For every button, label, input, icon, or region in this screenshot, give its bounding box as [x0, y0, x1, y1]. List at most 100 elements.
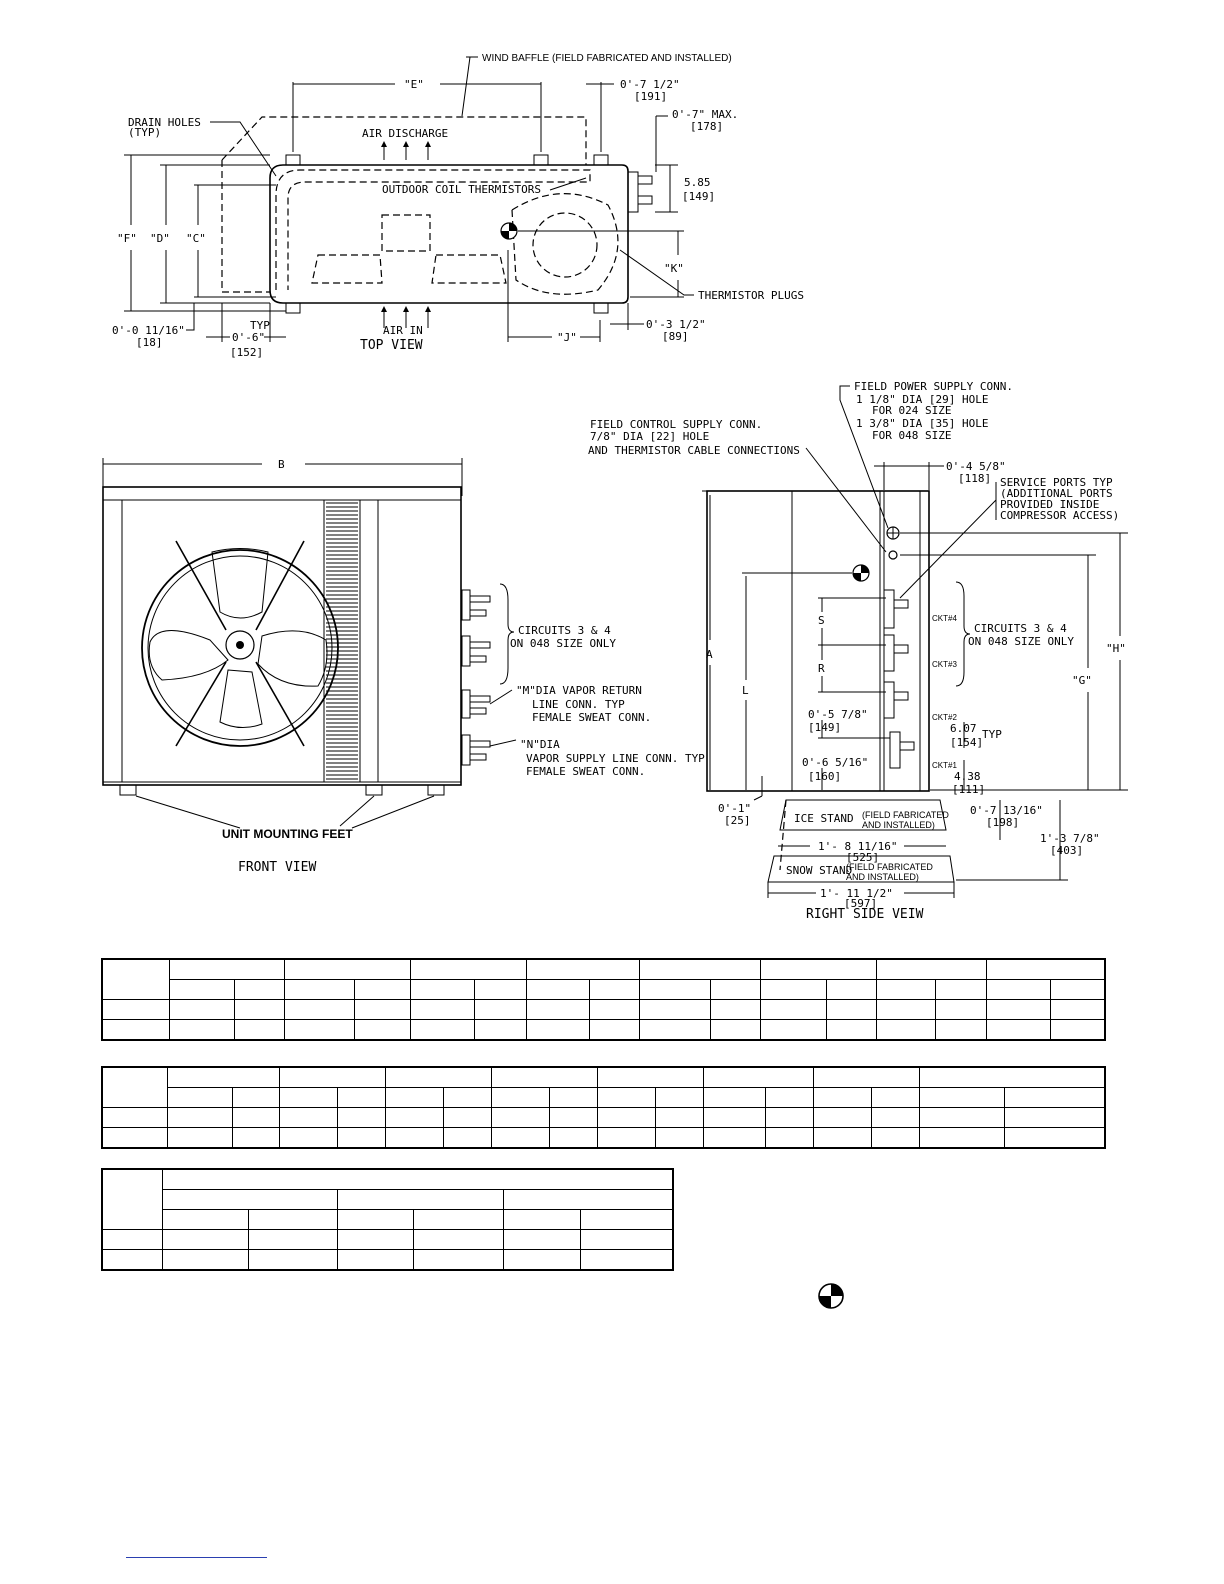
wind-baffle [221, 116, 587, 165]
dim-1-3-7-8: 1'-3 7/8" [1040, 832, 1100, 845]
dim-1-8-11-16-mm: [525] [846, 851, 879, 864]
dim-b: B [278, 458, 285, 471]
field-control-2: 7/8" DIA [22] HOLE [590, 430, 709, 443]
drawing-sheet: "E" WIND BAFFLE (FIELD FABRICATED AND IN… [102, 53, 1128, 922]
side-circuits-2: ON 048 SIZE ONLY [968, 635, 1074, 648]
dim-7-1-2-mm: [191] [634, 90, 667, 103]
service-ports-4: COMPRESSOR ACCESS) [1000, 509, 1119, 522]
snow-stand-note-1: (FIELD FABRICATED [846, 862, 933, 872]
air-in-label: AIR IN [383, 324, 423, 337]
n-dia-2: VAPOR SUPPLY LINE CONN. TYP [526, 752, 705, 765]
dim-d: "D" [150, 232, 170, 245]
dim-7-13-16: 0'-7 13/16" [970, 804, 1043, 817]
dim-r: R [818, 662, 825, 675]
front-view: B [102, 458, 705, 875]
coil-outline [275, 169, 591, 290]
m-dia-2: LINE CONN. TYP [532, 698, 625, 711]
dim-6-07-typ: TYP [982, 728, 1002, 741]
service-ports-3: PROVIDED INSIDE [1000, 498, 1099, 511]
dim-11-16-mm: [18] [136, 336, 163, 349]
dim-5-7-8-mm: [149] [808, 721, 841, 734]
dim-k: "K" [664, 262, 684, 275]
n-dia-1: "N"DIA [520, 738, 560, 751]
footer-rule [126, 1557, 267, 1558]
legend-center-of-gravity-icon [818, 1283, 844, 1309]
dim-6-07: 6.07 [950, 722, 977, 735]
field-power-5: FOR 048 SIZE [872, 429, 951, 442]
top-view-title: TOP VIEW [360, 338, 423, 353]
dim-3-1-2-mm: [89] [662, 330, 689, 343]
air-discharge-label: AIR DISCHARGE [362, 127, 448, 140]
dim-6-typ: TYP [250, 319, 270, 332]
coil-fins [326, 502, 358, 780]
dim-1-3-7-8-mm: [403] [1050, 844, 1083, 857]
dim-11-16: 0'-0 11/16" [112, 324, 185, 337]
dim-5-85-mm: [149] [682, 190, 715, 203]
service-ports-1: SERVICE PORTS TYP [1000, 476, 1113, 489]
mounting-feet-label: UNIT MOUNTING FEET [222, 827, 353, 841]
dimension-table-3 [101, 1168, 674, 1271]
field-power-1: FIELD POWER SUPPLY CONN. [854, 380, 1013, 393]
dim-4-5-8: 0'-4 5/8" [946, 460, 1006, 473]
dim-6-5-16: 0'-6 5/16" [802, 756, 868, 769]
dim-l: L [742, 684, 749, 697]
service-ports-2: (ADDITIONAL PORTS [1000, 487, 1113, 500]
front-view-title: FRONT VIEW [238, 860, 316, 875]
condenser-fan [141, 540, 339, 747]
ice-stand-note-1: (FIELD FABRICATED [862, 810, 949, 820]
ckt-3: CKT#3 [932, 660, 957, 669]
outdoor-coil-thermistors-label: OUTDOOR COIL THERMISTORS [382, 183, 541, 196]
ckt-2: CKT#2 [932, 713, 957, 722]
snow-stand: SNOW STAND [786, 864, 852, 877]
snow-stand-note-2: AND INSTALLED) [846, 872, 919, 882]
side-view-title: RIGHT SIDE VEIW [806, 907, 924, 922]
dim-g: "G" [1072, 674, 1092, 687]
dim-4-5-8-mm: [118] [958, 472, 991, 485]
field-power-2: 1 1/8" DIA [29] HOLE [856, 393, 988, 406]
field-power-3: FOR 024 SIZE [872, 404, 951, 417]
dim-7-max: 0'-7" MAX. [672, 108, 738, 121]
dim-s: S [818, 614, 825, 627]
valve-stubs [627, 171, 653, 213]
dim-4-38: 4.38 [954, 770, 981, 783]
dim-1-8-11-16: 1'- 8 11/16" [818, 840, 897, 853]
mounting-tabs [285, 154, 609, 314]
drain-holes-typ: (TYP) [128, 126, 161, 139]
field-control-1: FIELD CONTROL SUPPLY CONN. [590, 418, 762, 431]
dim-6: 0'-6" [232, 331, 265, 344]
dim-1-11-1-2: 1'- 11 1/2" [820, 887, 893, 900]
front-circuits-2: ON 048 SIZE ONLY [510, 637, 616, 650]
ice-stand-note-2: AND INSTALLED) [862, 820, 935, 830]
dim-7-1-2: 0'-7 1/2" [620, 78, 680, 91]
dim-7-max-mm: [178] [690, 120, 723, 133]
dim-6-mm: [152] [230, 346, 263, 359]
dim-3-1-2: 0'-3 1/2" [646, 318, 706, 331]
dim-a: A [706, 648, 713, 661]
dim-1-mm: [25] [724, 814, 751, 827]
dimension-table-2 [101, 1066, 1106, 1149]
ckt-1: CKT#1 [932, 761, 957, 770]
dim-c: "C" [186, 232, 206, 245]
top-view: "E" WIND BAFFLE (FIELD FABRICATED AND IN… [112, 53, 804, 359]
side-cabinet [706, 490, 930, 792]
dim-6-07-mm: [154] [950, 736, 983, 749]
side-circuits-1: CIRCUITS 3 & 4 [974, 622, 1067, 635]
dim-6-5-16-mm: [160] [808, 770, 841, 783]
dim-1: 0'-1" [718, 802, 751, 815]
front-circuits-1: CIRCUITS 3 & 4 [518, 624, 611, 637]
dim-h: "H" [1106, 642, 1126, 655]
dim-f: "F" [117, 232, 137, 245]
dim-5-85: 5.85 [684, 176, 711, 189]
top-view-outline [269, 164, 629, 304]
dim-j: "J" [557, 331, 577, 344]
n-dia-3: FEMALE SWEAT CONN. [526, 765, 645, 778]
drain-holes-label: DRAIN HOLES [128, 116, 201, 129]
thermistor-plugs-label: THERMISTOR PLUGS [698, 289, 804, 302]
dim-5-7-8: 0'-5 7/8" [808, 708, 868, 721]
center-of-gravity-icon [500, 222, 518, 240]
mounting-feet [119, 784, 445, 796]
dim-e: "E" [404, 78, 424, 91]
dimension-table-1 [101, 958, 1106, 1041]
dim-1-11-1-2-mm: [597] [844, 897, 877, 910]
wind-baffle-label: WIND BAFFLE (FIELD FABRICATED AND INSTAL… [482, 53, 732, 64]
